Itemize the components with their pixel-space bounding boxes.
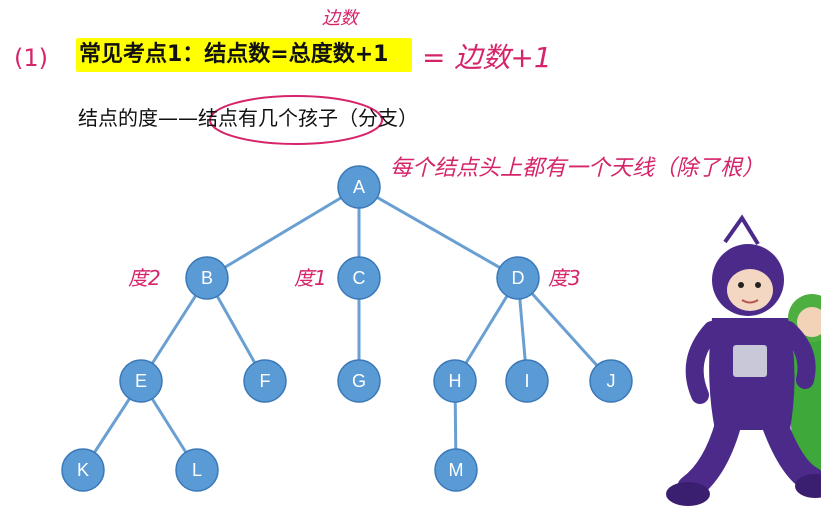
teletubby-illustration	[666, 214, 821, 506]
node-circle-H	[433, 359, 477, 403]
node-circle-C	[337, 256, 381, 300]
tree-node-M: M	[434, 448, 478, 492]
edge-A-D	[358, 185, 519, 280]
page-title: 常见考点1：结点数=总度数+1	[79, 42, 389, 67]
edge-D-J	[516, 276, 613, 383]
definition-circled: 结点有几个孩子	[198, 106, 338, 130]
node-label-D: D	[512, 268, 525, 288]
node-label-K: K	[77, 460, 89, 480]
definition-line: 结点的度——结点有几个孩子（分支）	[78, 104, 418, 132]
node-label-A: A	[353, 177, 365, 197]
ink-node-note: 每个结点头上都有一个天线（除了根）	[390, 156, 765, 181]
node-label-L: L	[192, 460, 202, 480]
node-circle-L	[175, 448, 219, 492]
node-label-M: M	[449, 460, 464, 480]
tree-node-A: A	[337, 165, 381, 209]
tree-node-F: F	[243, 359, 287, 403]
ink-degree-b: 度2	[128, 266, 161, 290]
node-label-E: E	[135, 371, 147, 391]
node-circle-K	[61, 448, 105, 492]
tree-node-I: I	[505, 359, 549, 403]
definition-suffix: （分支）	[338, 106, 418, 130]
node-label-H: H	[449, 371, 462, 391]
node-label-C: C	[353, 268, 366, 288]
definition-term: 结点的度——	[78, 106, 198, 130]
tree-edges	[81, 185, 613, 471]
node-circle-I	[505, 359, 549, 403]
tree-node-K: K	[61, 448, 105, 492]
ink-circle	[209, 95, 383, 145]
node-label-G: G	[352, 371, 366, 391]
ink-degree-d: 度3	[548, 266, 581, 290]
node-label-J: J	[607, 371, 616, 391]
tree-nodes: A B C D E F G H I J K L M	[61, 165, 633, 492]
node-circle-M	[434, 448, 478, 492]
tree-node-C: C	[337, 256, 381, 300]
node-circle-J	[589, 359, 633, 403]
node-circle-F	[243, 359, 287, 403]
node-circle-E	[119, 359, 163, 403]
node-circle-G	[337, 359, 381, 403]
node-circle-A	[337, 165, 381, 209]
title-highlight	[76, 38, 412, 72]
section-number: (1)	[14, 44, 48, 72]
tree-node-D: D	[496, 256, 540, 300]
ink-degree-c: 度1	[294, 266, 327, 290]
tree-node-G: G	[337, 359, 381, 403]
ink-equals-edges: = 边数+1	[422, 41, 552, 74]
tree-node-L: L	[175, 448, 219, 492]
node-circle-D	[496, 256, 540, 300]
tree-node-B: B	[185, 256, 229, 300]
node-circle-B	[185, 256, 229, 300]
node-label-F: F	[260, 371, 271, 391]
tree-node-E: E	[119, 359, 163, 403]
edge-A-B	[206, 185, 360, 280]
ink-top-note: 边数	[322, 8, 358, 29]
node-label-B: B	[201, 268, 213, 288]
tree-node-H: H	[433, 359, 477, 403]
tree-node-J: J	[589, 359, 633, 403]
node-label-I: I	[524, 371, 529, 391]
